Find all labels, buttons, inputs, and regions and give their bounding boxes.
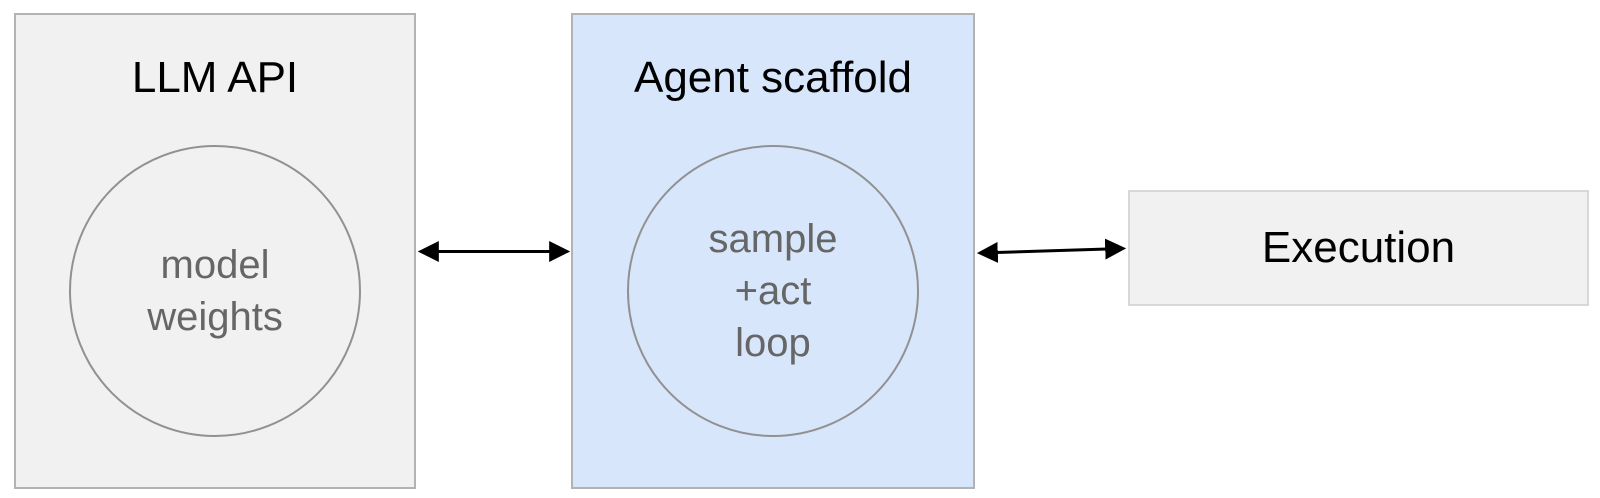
llm-api-box: LLM API model weights bbox=[14, 13, 416, 489]
sample-act-loop-circle: sample +act loop bbox=[627, 145, 919, 437]
sample-act-loop-label-line1: sample bbox=[708, 217, 838, 261]
execution-title: Execution bbox=[1261, 223, 1456, 272]
model-weights-label-line2: weights bbox=[147, 295, 283, 339]
agent-scaffold-box: Agent scaffold sample +act loop bbox=[571, 13, 975, 489]
sample-act-loop-label: sample +act loop bbox=[709, 213, 838, 369]
agent-scaffold-title: Agent scaffold bbox=[633, 53, 913, 102]
model-weights-label: model weights bbox=[147, 239, 283, 343]
model-weights-label-line1: model bbox=[160, 243, 270, 287]
sample-act-loop-label-line2: +act bbox=[734, 269, 812, 313]
llm-api-title: LLM API bbox=[131, 53, 299, 102]
model-weights-circle: model weights bbox=[69, 145, 361, 437]
execution-box: Execution bbox=[1128, 190, 1589, 306]
sample-act-loop-label-line3: loop bbox=[735, 321, 811, 365]
bidirectional-arrow-scaffold-execution bbox=[976, 238, 1127, 263]
